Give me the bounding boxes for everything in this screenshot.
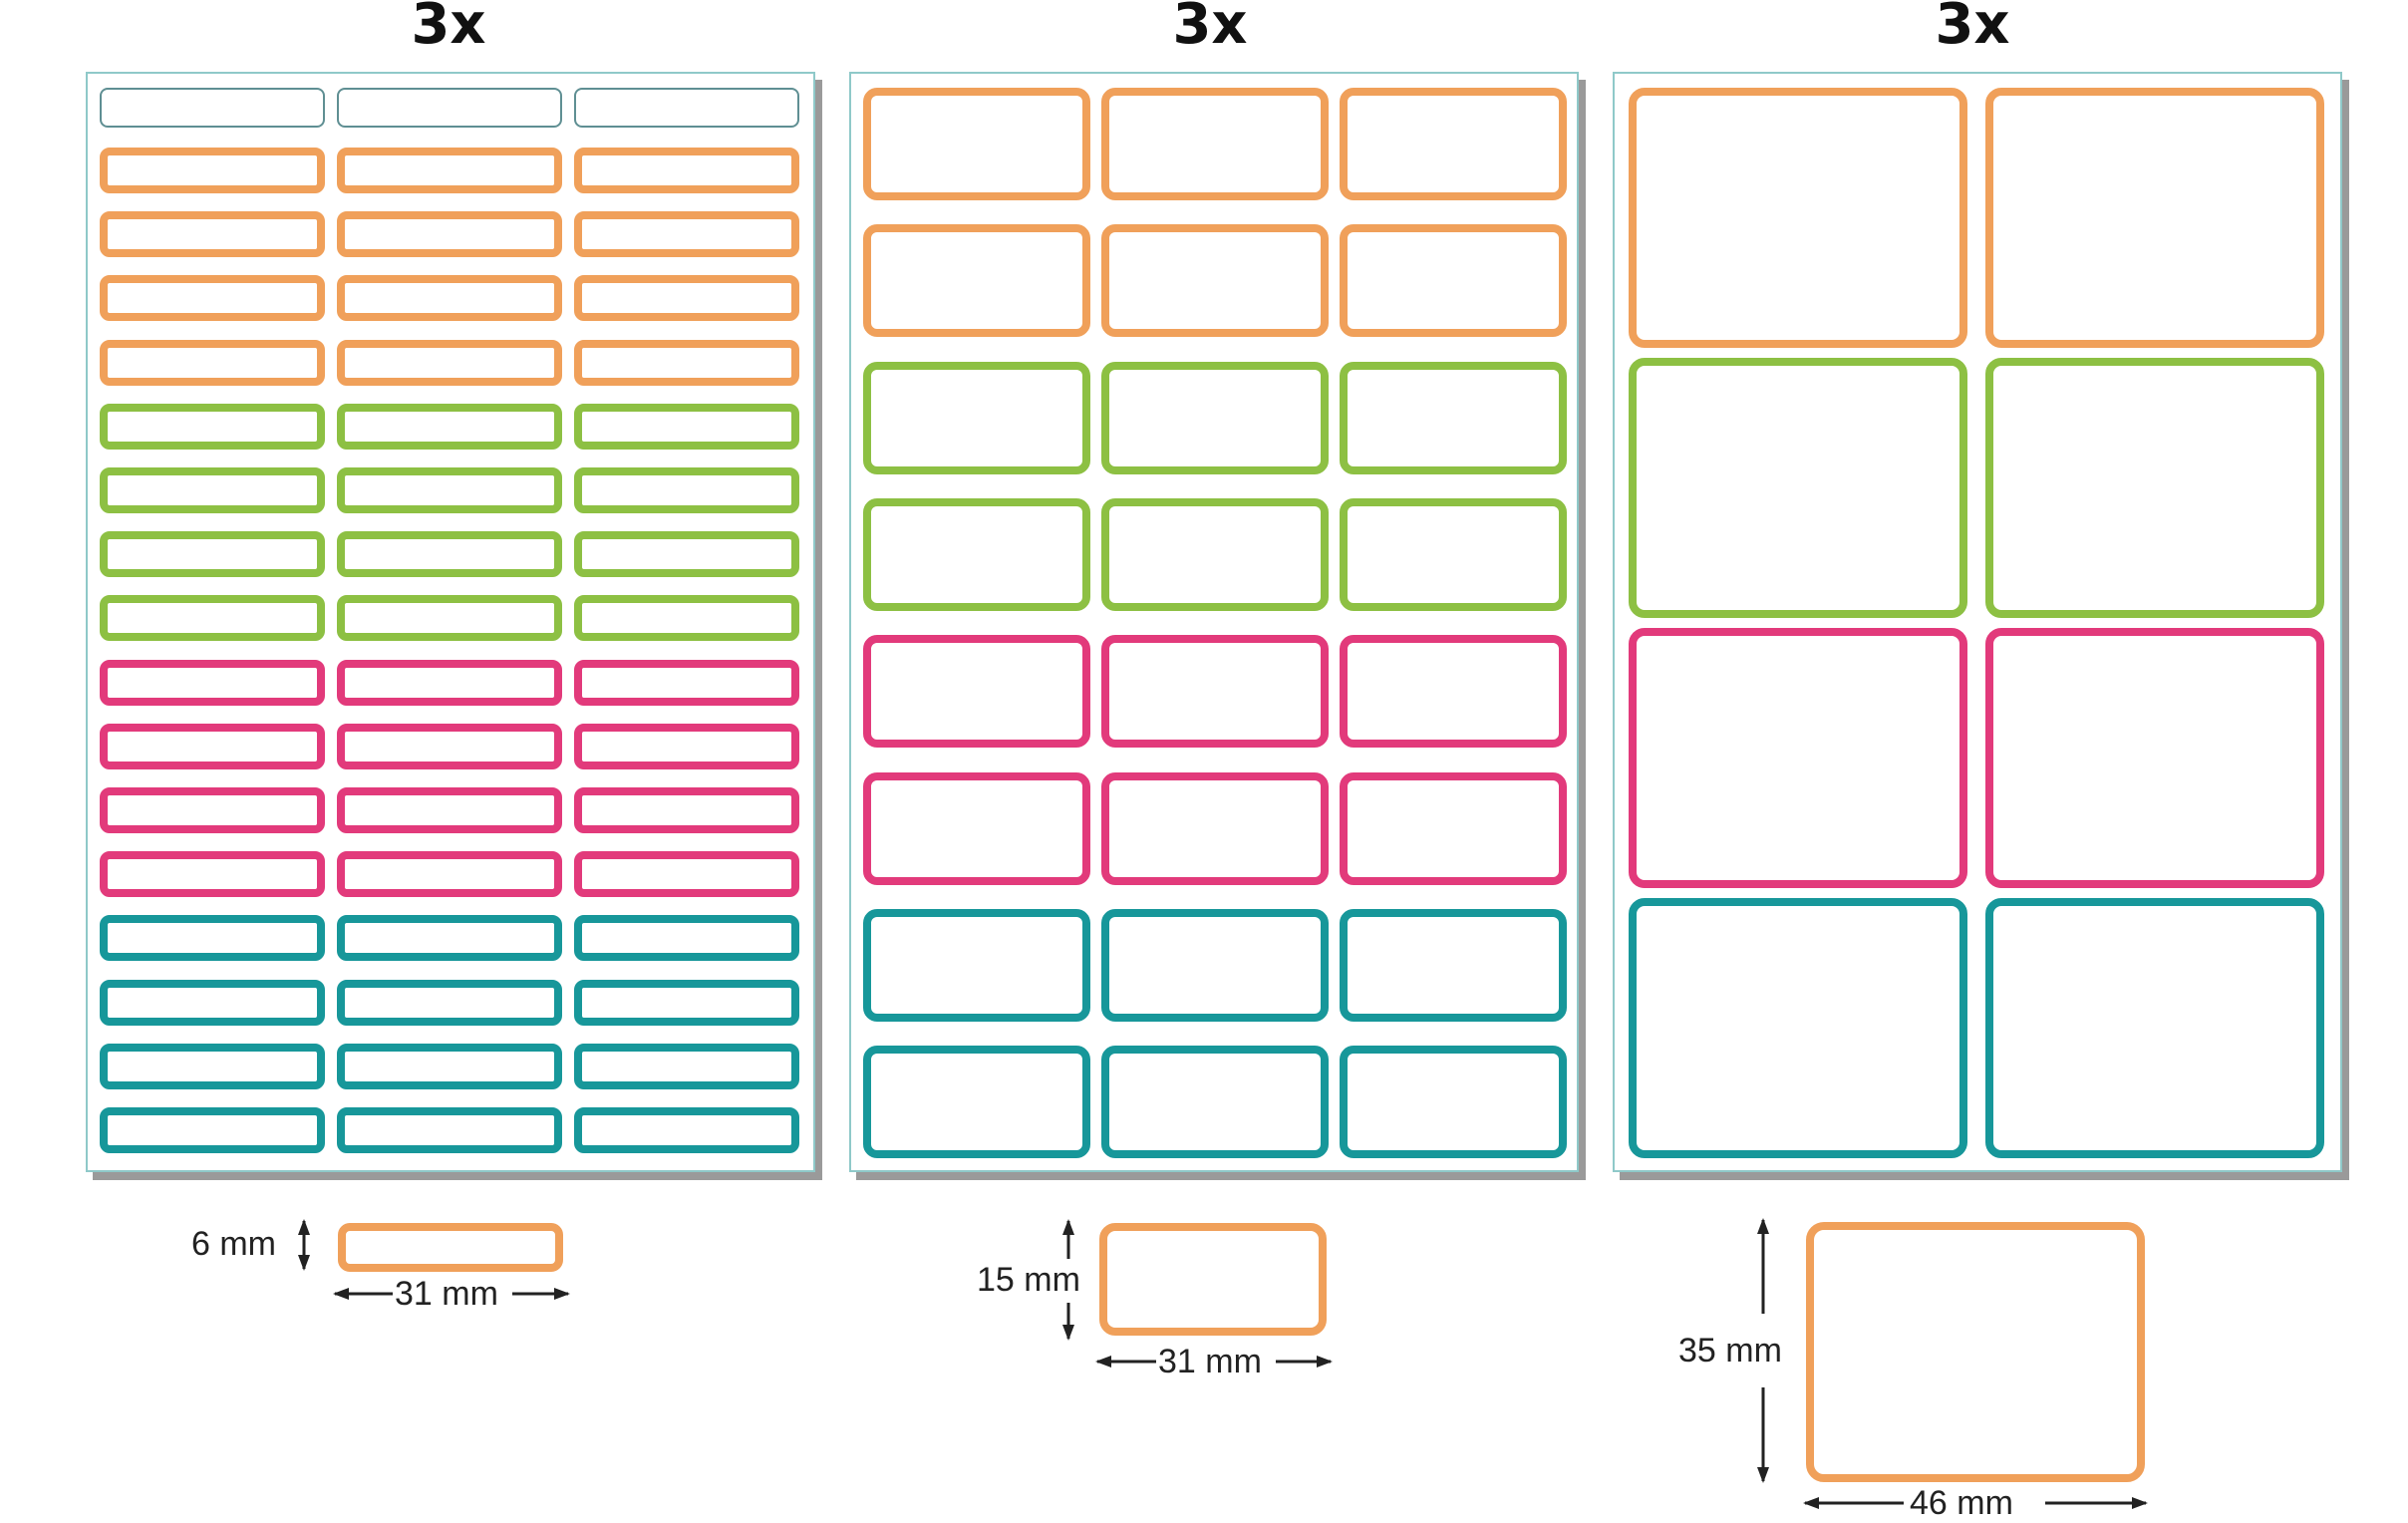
sheet-small-labels: [86, 72, 815, 1172]
blank-label: [574, 88, 799, 128]
dim-height-3: 35 mm: [1678, 1332, 1782, 1370]
label-pink: [1629, 628, 1967, 888]
sample-label-15x31: [1099, 1223, 1327, 1336]
label-green: [100, 531, 325, 577]
label-orange: [337, 148, 562, 193]
sample-label-6x31: [338, 1223, 563, 1272]
label-pink: [574, 851, 799, 897]
label-teal: [863, 1046, 1090, 1158]
label-green: [574, 467, 799, 513]
label-green: [1340, 362, 1567, 474]
label-teal: [337, 980, 562, 1026]
label-teal: [100, 915, 325, 961]
label-pink: [1340, 635, 1567, 748]
label-orange: [1101, 224, 1329, 337]
label-orange: [1340, 224, 1567, 337]
label-pink: [574, 724, 799, 769]
label-green: [100, 467, 325, 513]
label-pink: [1101, 635, 1329, 748]
label-pink: [863, 635, 1090, 748]
label-green: [1340, 498, 1567, 611]
label-orange: [1629, 88, 1967, 348]
label-green: [1101, 362, 1329, 474]
label-teal: [574, 1107, 799, 1153]
label-green: [100, 404, 325, 450]
label-pink: [1101, 772, 1329, 885]
label-orange: [1985, 88, 2324, 348]
sheet-large-labels: [1613, 72, 2342, 1172]
dim-height-1: 6 mm: [191, 1225, 276, 1263]
label-orange: [574, 148, 799, 193]
label-teal: [1985, 898, 2324, 1158]
label-teal: [1629, 898, 1967, 1158]
label-teal: [337, 1107, 562, 1153]
label-teal: [1340, 909, 1567, 1022]
label-orange: [100, 340, 325, 386]
dim-width-3: 46 mm: [1910, 1484, 2013, 1522]
dim-width-1: 31 mm: [395, 1275, 498, 1313]
label-pink: [100, 724, 325, 769]
sheet-1-quantity: 3x: [411, 0, 486, 57]
label-orange: [863, 88, 1090, 200]
label-pink: [337, 724, 562, 769]
blank-label: [100, 88, 325, 128]
label-teal: [574, 1044, 799, 1089]
label-orange: [337, 211, 562, 257]
sample-label-35x46: [1806, 1222, 2145, 1482]
label-teal: [100, 1107, 325, 1153]
label-teal: [1101, 1046, 1329, 1158]
label-teal: [100, 980, 325, 1026]
label-teal: [337, 915, 562, 961]
label-orange: [1340, 88, 1567, 200]
label-orange: [863, 224, 1090, 337]
label-pink: [574, 787, 799, 833]
label-teal: [1101, 909, 1329, 1022]
label-orange: [1101, 88, 1329, 200]
label-green: [574, 595, 799, 641]
label-teal: [1340, 1046, 1567, 1158]
label-green: [337, 595, 562, 641]
label-pink: [337, 660, 562, 706]
label-green: [1101, 498, 1329, 611]
label-pink: [100, 787, 325, 833]
label-orange: [337, 275, 562, 321]
dim-width-2: 31 mm: [1158, 1343, 1262, 1380]
blank-label: [337, 88, 562, 128]
label-orange: [100, 211, 325, 257]
label-orange: [574, 340, 799, 386]
label-teal: [863, 909, 1090, 1022]
label-pink: [337, 851, 562, 897]
label-orange: [574, 211, 799, 257]
label-pink: [1985, 628, 2324, 888]
label-green: [574, 531, 799, 577]
label-teal: [574, 915, 799, 961]
sheet-2-quantity: 3x: [1172, 0, 1248, 57]
label-green: [863, 362, 1090, 474]
label-green: [574, 404, 799, 450]
label-pink: [100, 660, 325, 706]
label-green: [100, 595, 325, 641]
label-teal: [100, 1044, 325, 1089]
label-green: [337, 404, 562, 450]
label-teal: [337, 1044, 562, 1089]
label-orange: [574, 275, 799, 321]
label-green: [1629, 358, 1967, 618]
label-pink: [574, 660, 799, 706]
sheet-medium-labels: [849, 72, 1579, 1172]
label-pink: [337, 787, 562, 833]
label-orange: [100, 148, 325, 193]
dim-height-2: 15 mm: [977, 1261, 1080, 1299]
label-orange: [100, 275, 325, 321]
label-orange: [337, 340, 562, 386]
label-pink: [100, 851, 325, 897]
label-pink: [863, 772, 1090, 885]
sheet-3-quantity: 3x: [1935, 0, 2010, 57]
label-green: [337, 531, 562, 577]
label-green: [863, 498, 1090, 611]
label-green: [337, 467, 562, 513]
label-pink: [1340, 772, 1567, 885]
label-teal: [574, 980, 799, 1026]
label-green: [1985, 358, 2324, 618]
